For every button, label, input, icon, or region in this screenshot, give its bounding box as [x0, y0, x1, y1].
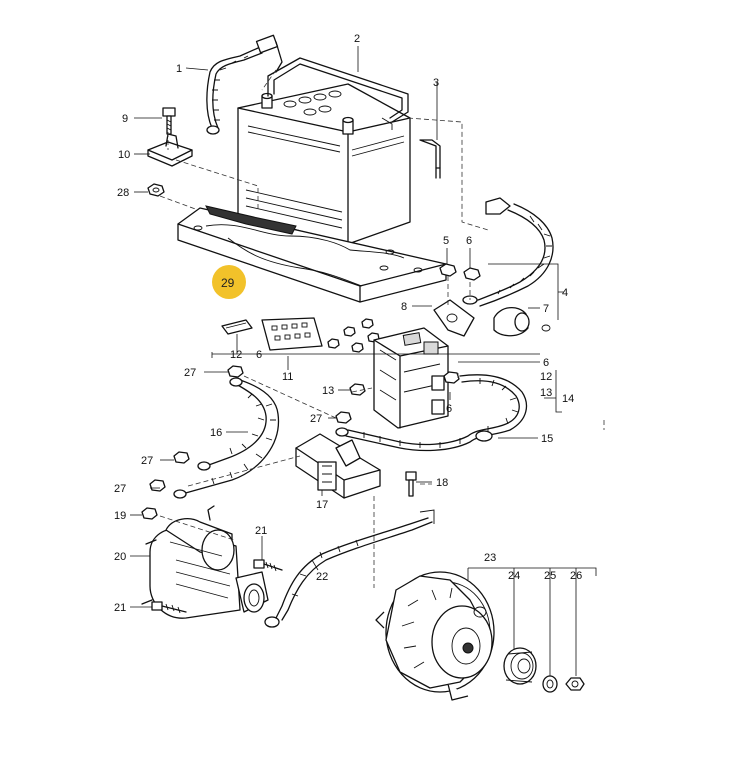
- battery-part-2[interactable]: [237, 57, 411, 245]
- callout-15[interactable]: 15: [541, 433, 553, 445]
- callout-8[interactable]: 8: [401, 301, 407, 313]
- seal-part-8[interactable]: [433, 299, 475, 337]
- callout-13-mid[interactable]: 13: [322, 385, 334, 397]
- callout-27-d[interactable]: 27: [114, 483, 126, 495]
- callout-17[interactable]: 17: [316, 499, 328, 511]
- nut-part-6-right[interactable]: [443, 371, 460, 384]
- callout-7[interactable]: 7: [543, 303, 549, 315]
- highlight-marker-29[interactable]: [212, 265, 246, 299]
- callout-6-mid[interactable]: 6: [256, 349, 262, 361]
- callout-21-upper[interactable]: 21: [255, 525, 267, 537]
- leader-lines: [130, 46, 597, 676]
- pulley-part-24[interactable]: [503, 647, 537, 685]
- bolt-part-21-b[interactable]: [151, 601, 187, 614]
- callout-12-left[interactable]: 12: [230, 349, 242, 361]
- battery-cable-part-1[interactable]: [206, 34, 283, 135]
- callout-6-right[interactable]: 6: [543, 357, 549, 369]
- callout-27-c[interactable]: 27: [141, 455, 153, 467]
- nut-part-5[interactable]: [439, 263, 457, 277]
- callout-26[interactable]: 26: [570, 570, 582, 582]
- callout-19[interactable]: 19: [114, 510, 126, 522]
- callout-20[interactable]: 20: [114, 551, 126, 563]
- nut-part-13[interactable]: [349, 383, 366, 396]
- positive-cable-part-4[interactable]: [462, 197, 554, 307]
- washer-part-25[interactable]: [542, 675, 558, 693]
- nut-part-27-b[interactable]: [335, 411, 352, 424]
- nut-part-28[interactable]: [147, 183, 165, 197]
- callout-28[interactable]: 28: [117, 187, 129, 199]
- nut-cluster-part-6[interactable]: [327, 318, 380, 353]
- callout-21-lower[interactable]: 21: [114, 602, 126, 614]
- fuse-box-part-14[interactable]: [373, 327, 449, 429]
- callout-4[interactable]: 4: [562, 287, 568, 299]
- twin-cable-part-16[interactable]: [173, 377, 280, 499]
- callout-14[interactable]: 14: [562, 393, 574, 405]
- callout-labels: 1 2 3 9 10 28 29 5 6 4 8 7 12 6 11 6 12 …: [114, 33, 582, 614]
- callout-12-right[interactable]: 12: [540, 371, 552, 383]
- callout-11[interactable]: 11: [282, 371, 293, 383]
- vent-elbow-part-3[interactable]: [419, 88, 441, 179]
- fuse-cover-part-12[interactable]: [221, 319, 253, 335]
- callout-27-b[interactable]: 27: [310, 413, 322, 425]
- starter-motor-part-20[interactable]: [141, 505, 269, 619]
- bolt-part-9[interactable]: [162, 107, 176, 135]
- callout-18[interactable]: 18: [436, 477, 448, 489]
- callout-16[interactable]: 16: [210, 427, 222, 439]
- terminal-boot-part-7[interactable]: [493, 307, 551, 337]
- callout-9[interactable]: 9: [122, 113, 128, 125]
- callout-5[interactable]: 5: [443, 235, 449, 247]
- assembly-lines: [159, 69, 605, 588]
- bolt-part-18[interactable]: [405, 471, 417, 497]
- battery-tray-part-29[interactable]: [177, 205, 447, 303]
- callout-23[interactable]: 23: [484, 552, 496, 564]
- callout-22[interactable]: 22: [316, 571, 328, 583]
- callout-1[interactable]: 1: [176, 63, 182, 75]
- nut-part-6-top[interactable]: [463, 267, 481, 281]
- nut-part-27-d[interactable]: [149, 479, 166, 492]
- callout-6-lower[interactable]: 6: [446, 403, 452, 415]
- callout-13-right[interactable]: 13: [540, 387, 552, 399]
- callout-2[interactable]: 2: [354, 33, 360, 45]
- callout-29[interactable]: 29: [221, 276, 235, 290]
- nut-part-27-a[interactable]: [227, 365, 244, 378]
- alternator-part-23[interactable]: [375, 571, 495, 701]
- ground-cable-part-22[interactable]: [264, 509, 435, 628]
- callout-10[interactable]: 10: [118, 149, 130, 161]
- bolt-part-21-a[interactable]: [253, 559, 283, 572]
- bolt-part-19[interactable]: [141, 507, 158, 520]
- callout-27-a[interactable]: 27: [184, 367, 196, 379]
- main-cable-part-15[interactable]: [335, 374, 528, 452]
- callout-25[interactable]: 25: [544, 570, 556, 582]
- callout-6-top[interactable]: 6: [466, 235, 472, 247]
- nut-part-26[interactable]: [565, 677, 585, 691]
- callout-3[interactable]: 3: [433, 77, 439, 89]
- fuse-strip-part-11[interactable]: [261, 317, 323, 351]
- nut-part-27-c[interactable]: [173, 451, 190, 464]
- battery-clamp-part-10[interactable]: [147, 133, 193, 167]
- callout-24[interactable]: 24: [508, 570, 520, 582]
- holder-part-17[interactable]: [295, 433, 381, 499]
